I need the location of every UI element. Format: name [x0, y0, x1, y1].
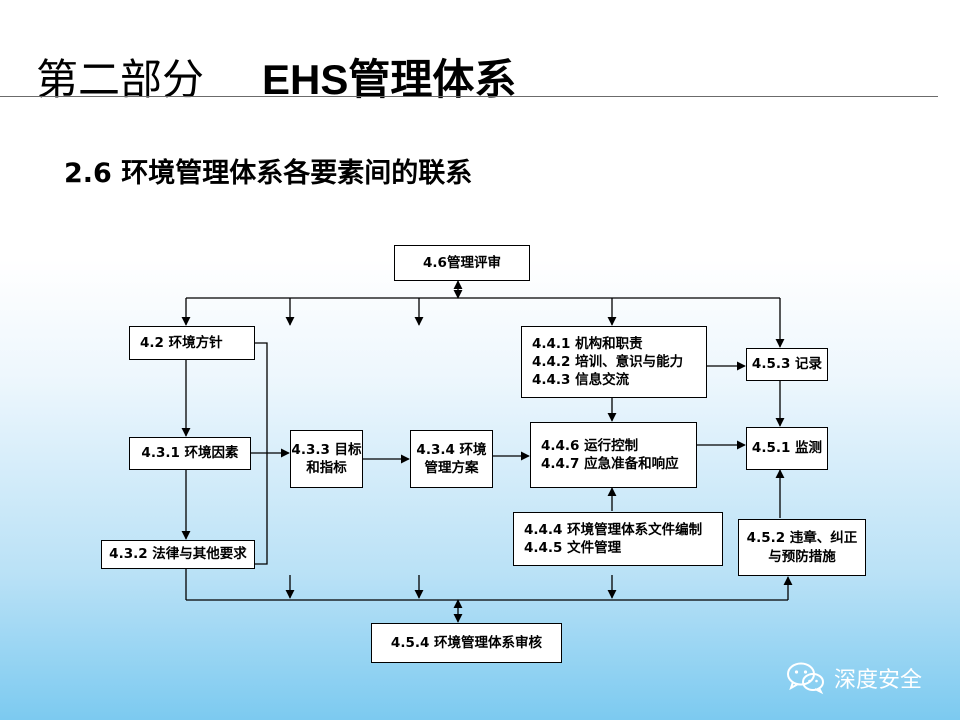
page-title: 第二部分 EHS管理体系 [36, 46, 516, 107]
watermark: 深度安全 [786, 660, 922, 696]
title-divider [0, 96, 938, 97]
node-ems-audit: 4.5.4 环境管理体系审核 [371, 623, 562, 663]
node-environmental-policy: 4.2 环境方针 [129, 326, 255, 360]
section-subtitle: 2.6 环境管理体系各要素间的联系 [64, 158, 473, 189]
node-objectives-targets: 4.3.3 目标 和指标 [290, 430, 363, 488]
node-management-program: 4.3.4 环境 管理方案 [410, 430, 493, 488]
node-nonconformance-corrective: 4.5.2 违章、纠正 与预防措施 [738, 519, 866, 576]
wechat-icon [787, 662, 824, 695]
node-operation-emergency: 4.4.6 运行控制 4.4.7 应急准备和响应 [530, 422, 697, 488]
node-records: 4.5.3 记录 [746, 348, 828, 381]
node-management-review: 4.6管理评审 [394, 245, 530, 281]
watermark-text: 深度安全 [834, 668, 923, 693]
node-environmental-factors: 4.3.1 环境因素 [129, 437, 251, 470]
title-en: EHS管理体系 [262, 56, 517, 103]
node-monitoring: 4.5.1 监测 [746, 427, 828, 470]
title-cn: 第二部分 [36, 55, 205, 104]
node-legal-requirements: 4.3.2 法律与其他要求 [101, 540, 255, 569]
node-documentation: 4.4.4 环境管理体系文件编制 4.4.5 文件管理 [513, 512, 723, 566]
node-structure-training-communication: 4.4.1 机构和职责 4.4.2 培训、意识与能力 4.4.3 信息交流 [521, 326, 707, 398]
